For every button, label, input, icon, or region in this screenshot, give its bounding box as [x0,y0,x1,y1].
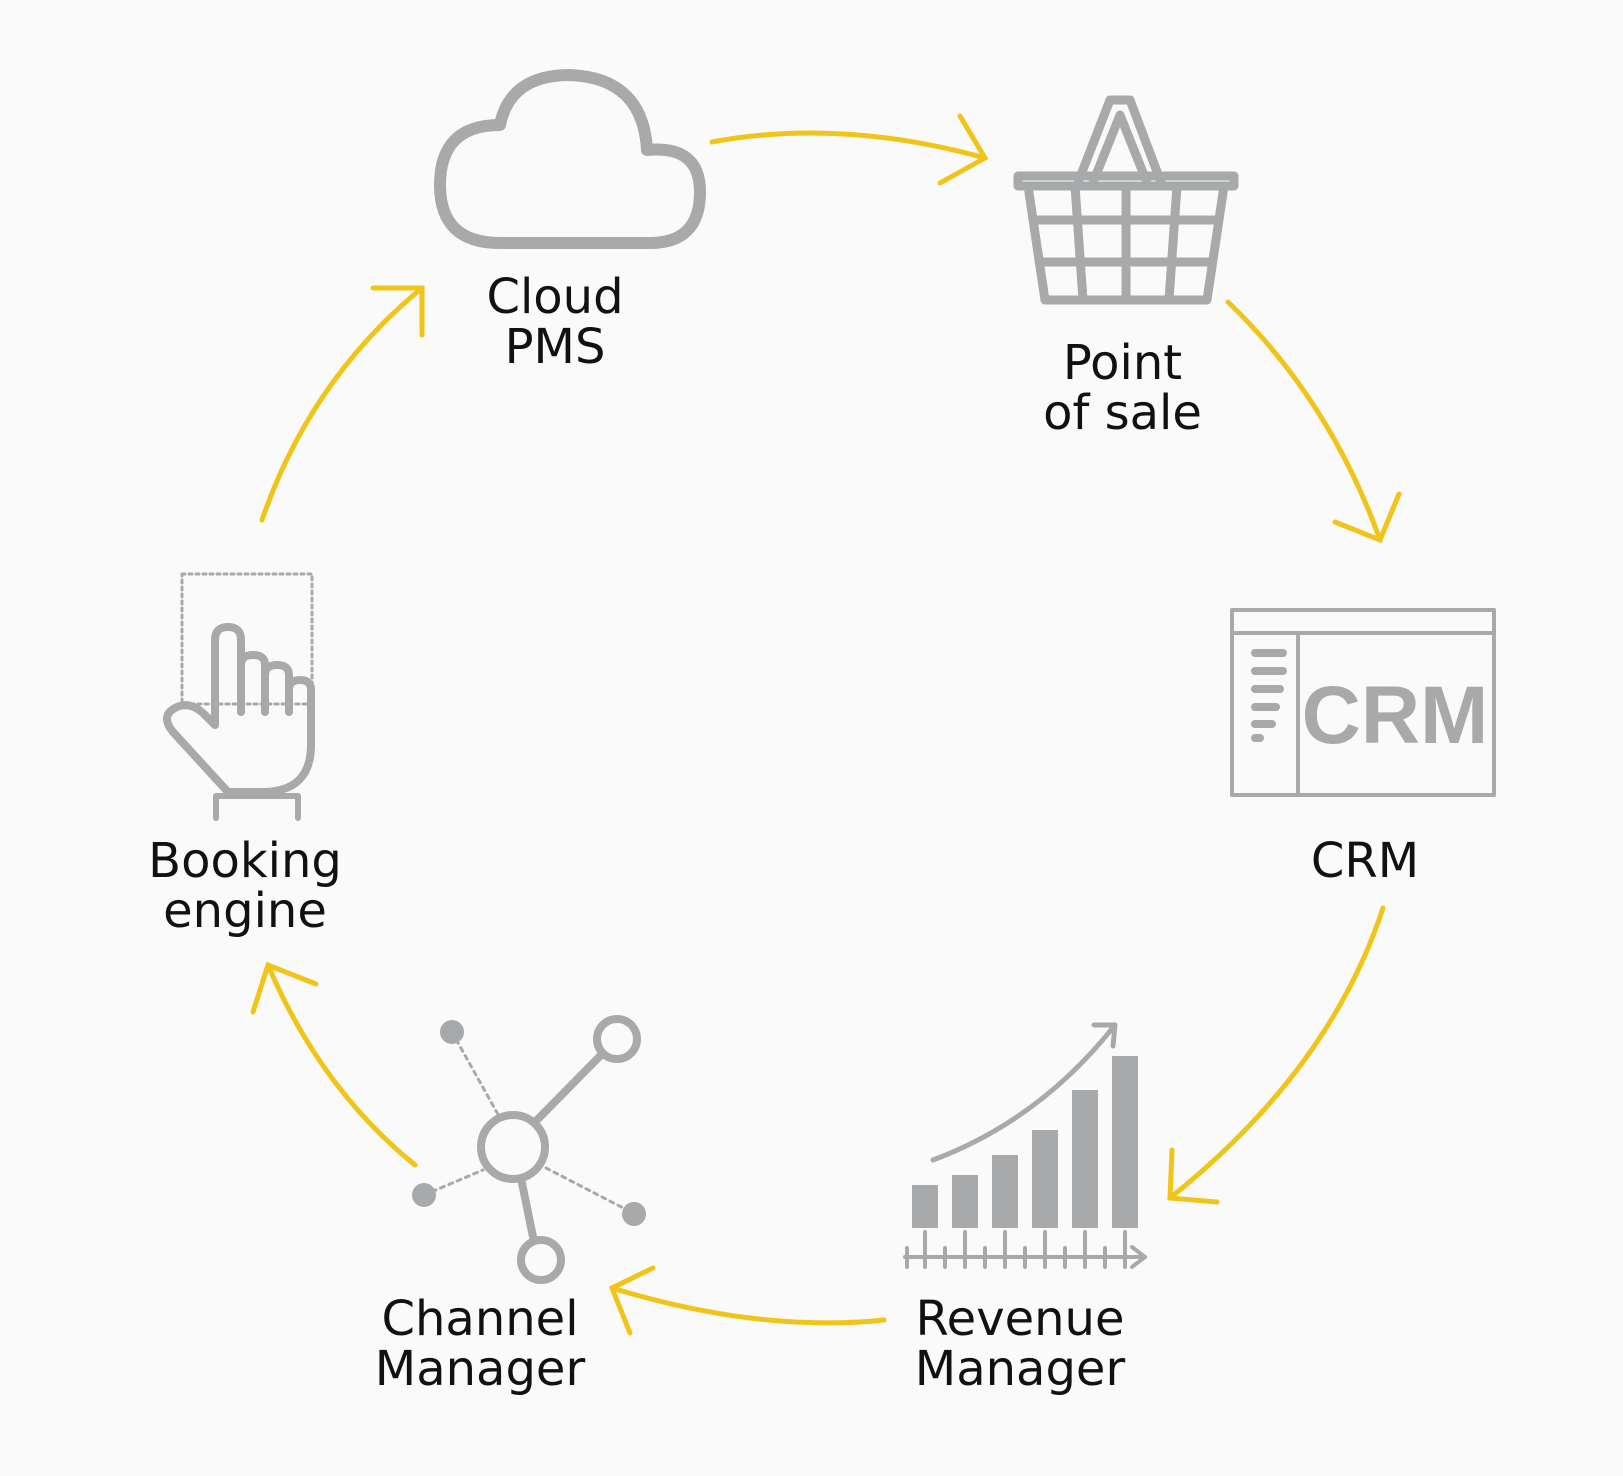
arrow-cloud-to-pos [709,113,989,186]
booking-engine-label: Booking engine [130,836,360,936]
cloud-icon [434,69,706,249]
arrow-revenue-to-channel [608,1265,887,1336]
point-of-sale-label-line2: of sale [1043,385,1202,441]
pointing-hand-icon [163,572,315,821]
channel-manager-label-line2: Manager [374,1341,586,1397]
crm-window-icon: CRM [1230,608,1496,797]
channel-manager-label-line1: Channel [381,1291,579,1347]
crm-label: CRM [1265,836,1465,886]
crm-icon-text: CRM [1302,670,1489,761]
crm-label-line1: CRM [1310,833,1420,889]
booking-engine-label-line1: Booking [148,833,342,889]
point-of-sale-label: Point of sale [1010,338,1235,438]
cloud-pms-label-line2: PMS [504,319,606,375]
bar-chart-growth-icon [903,1022,1147,1269]
shopping-basket-icon [1013,95,1239,305]
arrow-channel-to-booking [250,961,418,1168]
arrow-pos-to-crm [1225,299,1402,544]
revenue-manager-label: Revenue Manager [895,1294,1145,1394]
arrow-crm-to-revenue [1167,905,1386,1205]
network-nodes-icon [412,1015,646,1284]
cloud-pms-label: Cloud PMS [455,272,655,372]
revenue-manager-label-line1: Revenue [915,1291,1125,1347]
arrow-booking-to-cloud [259,285,425,523]
point-of-sale-label-line1: Point [1062,335,1183,391]
booking-engine-label-line2: engine [163,883,327,939]
cloud-pms-label-line1: Cloud [486,269,624,325]
revenue-manager-label-line2: Manager [914,1341,1126,1397]
channel-manager-label: Channel Manager [355,1294,605,1394]
